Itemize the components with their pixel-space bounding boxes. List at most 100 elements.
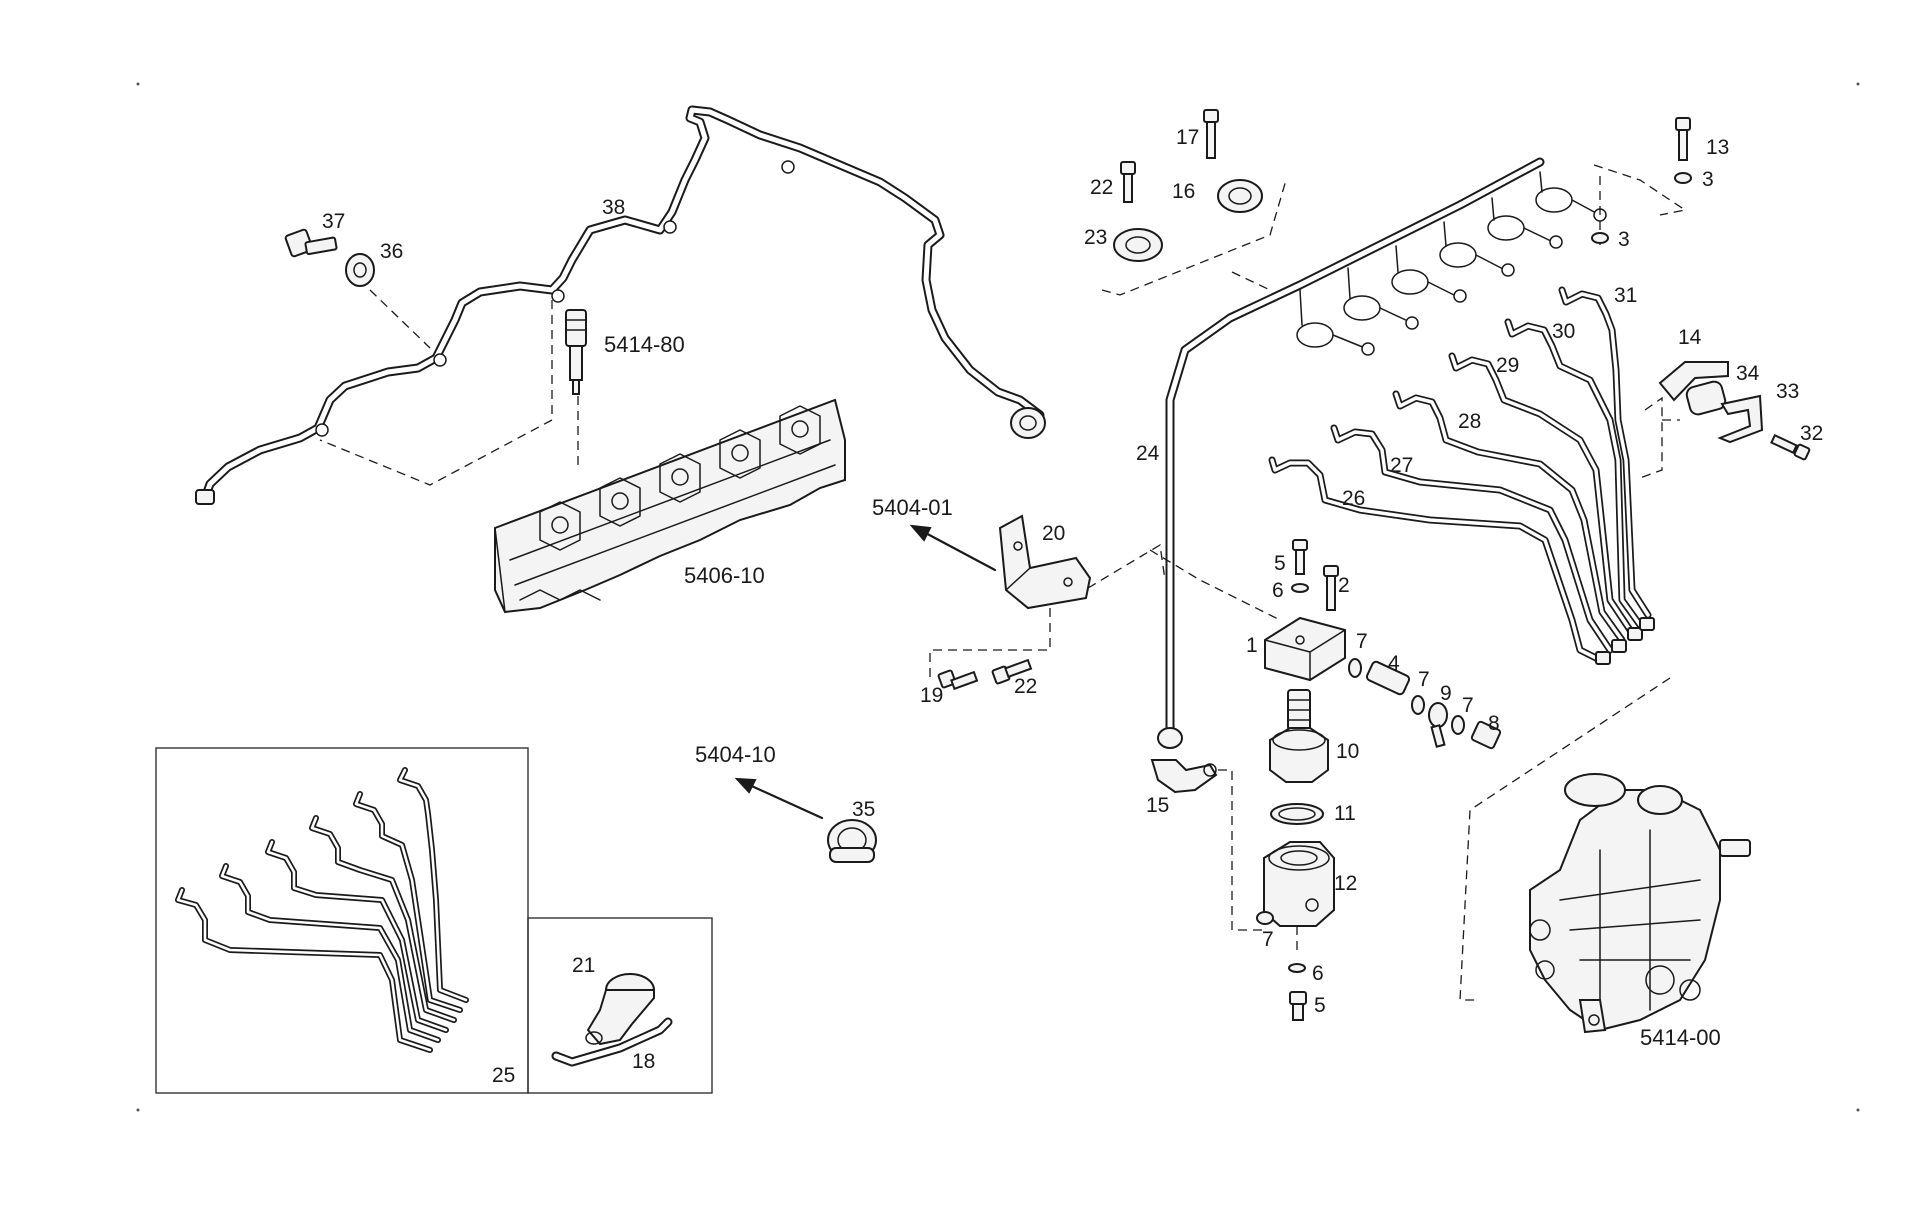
callout-12: 12 <box>1334 872 1357 895</box>
callout-1: 1 <box>1246 634 1258 657</box>
callout-17: 17 <box>1176 126 1199 149</box>
pipe-clamp-lower[interactable] <box>1113 228 1163 262</box>
callout-7b: 7 <box>1418 668 1430 691</box>
kit-21-18-frame <box>527 917 713 1094</box>
seal-ring-7d[interactable] <box>1256 911 1274 925</box>
ref-label-5404-10: 5404-10 <box>695 742 776 767</box>
washer-3-lower[interactable] <box>1591 232 1609 244</box>
injector[interactable] <box>565 309 587 395</box>
bolt-19[interactable] <box>937 669 979 691</box>
valve-body-12[interactable] <box>1263 841 1335 927</box>
banjo-washer[interactable] <box>345 253 375 287</box>
callout-7d: 7 <box>1262 928 1274 951</box>
seal-ring-7a[interactable] <box>1348 658 1362 678</box>
solenoid-housing-1[interactable] <box>1264 616 1346 682</box>
cylinder-head[interactable] <box>494 398 846 614</box>
callout-18: 18 <box>632 1050 655 1073</box>
callout-19: 19 <box>920 684 943 707</box>
ref-label-5414-80: 5414-80 <box>604 332 685 357</box>
callout-5-upper: 5 <box>1274 552 1286 575</box>
corner-marks <box>136 82 1860 1112</box>
pipe-kit-25[interactable] <box>175 767 469 1053</box>
washer-6-upper[interactable] <box>1291 583 1309 593</box>
callout-22-lower: 22 <box>1014 675 1037 698</box>
ref-arrow-5404-01 <box>909 524 997 572</box>
ref-label-5404-01: 5404-01 <box>872 495 953 520</box>
reference-labels: 5414-80 5406-10 5404-01 5404-10 5414-00 <box>604 332 1721 1050</box>
callout-35: 35 <box>852 798 875 821</box>
callout-7c: 7 <box>1462 694 1474 717</box>
clamp-bolt-17[interactable] <box>1203 109 1219 159</box>
callout-29: 29 <box>1496 354 1519 377</box>
coupling-21[interactable] <box>585 973 655 1046</box>
mounting-bracket[interactable] <box>998 514 1092 610</box>
callout-38: 38 <box>602 196 625 219</box>
callout-30: 30 <box>1552 320 1575 343</box>
callout-26: 26 <box>1342 487 1365 510</box>
return-union-15[interactable] <box>1150 759 1218 794</box>
washer-3-upper[interactable] <box>1674 172 1692 184</box>
kit-25-frame <box>155 747 529 1094</box>
seal-ring-7c[interactable] <box>1451 715 1465 735</box>
callout-3-lower: 3 <box>1618 228 1630 251</box>
plug-8[interactable] <box>1470 720 1502 750</box>
callout-37: 37 <box>322 210 345 233</box>
seal-ring-7b[interactable] <box>1411 695 1425 715</box>
high-pressure-pipes[interactable] <box>1268 286 1655 665</box>
callout-6-lower: 6 <box>1312 962 1324 985</box>
injection-pump[interactable] <box>1529 773 1751 1034</box>
pipe-bracket-14[interactable] <box>1658 361 1729 402</box>
pipe-clamp-upper[interactable] <box>1217 179 1263 213</box>
callout-labels: 37 36 38 17 22 16 23 13 3 3 31 30 29 28 … <box>322 126 1823 1087</box>
plug-35[interactable] <box>827 819 877 863</box>
callout-2: 2 <box>1338 574 1350 597</box>
callout-13: 13 <box>1706 136 1729 159</box>
callout-27: 27 <box>1390 454 1413 477</box>
callout-32: 32 <box>1800 422 1823 445</box>
callout-16: 16 <box>1172 180 1195 203</box>
screw-5-lower[interactable] <box>1289 991 1307 1021</box>
damper-34[interactable] <box>1685 380 1727 416</box>
fixing-screw-13[interactable] <box>1675 117 1691 161</box>
callout-5-lower: 5 <box>1314 994 1326 1017</box>
callout-31: 31 <box>1614 284 1637 307</box>
pipe-bracket-33[interactable] <box>1717 394 1764 444</box>
banjo-fitting-9[interactable] <box>1428 702 1448 748</box>
callout-10: 10 <box>1336 740 1359 763</box>
callout-24: 24 <box>1136 442 1160 465</box>
bolt-22-lower[interactable] <box>991 658 1033 685</box>
clamp-bolt-22[interactable] <box>1120 161 1136 203</box>
callout-6-upper: 6 <box>1272 579 1284 602</box>
callout-23: 23 <box>1084 226 1107 249</box>
callout-33: 33 <box>1776 380 1799 403</box>
callout-11: 11 <box>1334 802 1356 825</box>
callout-28: 28 <box>1458 410 1481 433</box>
callout-34: 34 <box>1736 362 1760 385</box>
screw-2[interactable] <box>1323 565 1339 611</box>
callout-7a: 7 <box>1356 630 1368 653</box>
ref-arrow-5404-10 <box>734 777 824 820</box>
ref-label-5406-10: 5406-10 <box>684 563 765 588</box>
hose-18[interactable] <box>551 1017 673 1067</box>
fitting-4[interactable] <box>1365 660 1411 696</box>
callout-36: 36 <box>380 240 403 263</box>
callout-3-upper: 3 <box>1702 168 1714 191</box>
callout-15: 15 <box>1146 794 1169 817</box>
callout-21: 21 <box>572 954 595 977</box>
solenoid-valve-10[interactable] <box>1269 689 1329 783</box>
callout-25: 25 <box>492 1064 515 1087</box>
banjo-bolt[interactable] <box>284 228 338 258</box>
callout-14: 14 <box>1678 326 1702 349</box>
washer-6-lower[interactable] <box>1288 963 1306 973</box>
o-ring-11[interactable] <box>1270 803 1324 825</box>
ref-label-5414-00: 5414-00 <box>1640 1025 1721 1050</box>
callout-20: 20 <box>1042 522 1065 545</box>
bolt-32[interactable] <box>1770 433 1811 461</box>
leak-off-line[interactable] <box>195 105 1046 505</box>
fuel-return-manifold[interactable] <box>1157 157 1607 749</box>
callout-22-upper: 22 <box>1090 176 1113 199</box>
screw-5-upper[interactable] <box>1292 539 1308 575</box>
callout-8: 8 <box>1488 712 1500 735</box>
callout-9: 9 <box>1440 682 1452 705</box>
